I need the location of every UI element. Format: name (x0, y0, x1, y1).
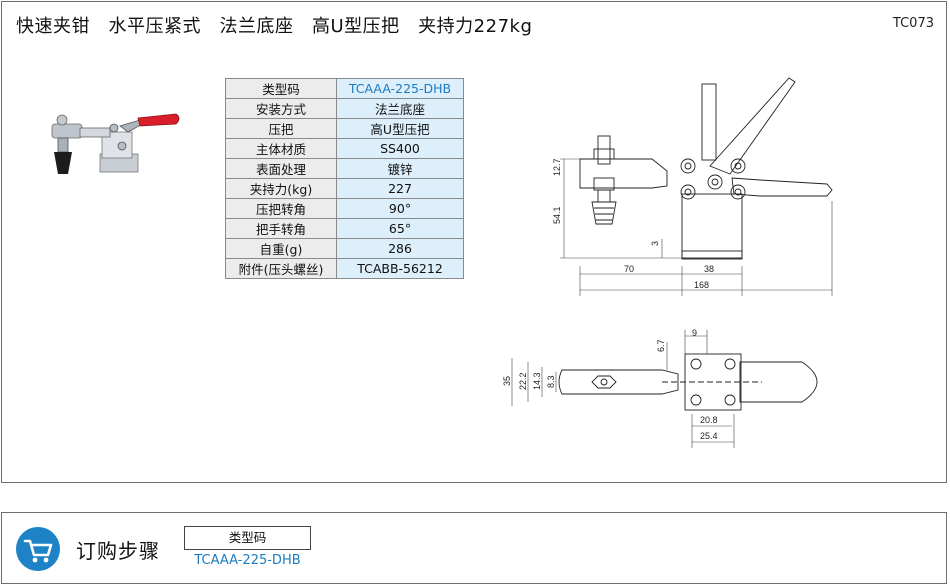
spec-label: 主体材质 (225, 138, 337, 159)
cart-icon (23, 539, 53, 563)
spec-row: 表面处理镀锌 (225, 158, 464, 179)
dim-14-3: 14.3 (532, 372, 542, 390)
spec-row: 压把高U型压把 (225, 118, 464, 139)
order-panel: 订购步骤 类型码 TCAAA-225-DHB (1, 512, 947, 584)
spec-label: 安装方式 (225, 98, 337, 119)
product-code: TC073 (892, 16, 934, 31)
dim-8-3: 8.3 (546, 375, 556, 388)
spec-value: 227 (336, 178, 464, 199)
top-view (558, 353, 818, 411)
spec-value: 镀锌 (336, 158, 464, 179)
spec-label: 把手转角 (225, 218, 337, 239)
spec-value: 90° (336, 198, 464, 219)
spec-value: 法兰底座 (336, 98, 464, 119)
spec-row: 附件(压头螺丝)TCABB-56212 (225, 258, 464, 279)
order-type-label: 类型码 (184, 526, 311, 550)
spec-value: SS400 (336, 138, 464, 159)
side-dimensions (560, 158, 833, 296)
spec-label: 自重(g) (225, 238, 337, 259)
dim-22-2: 22.2 (518, 372, 528, 390)
product-panel: 快速夹钳 水平压紧式 法兰底座 高U型压把 夹持力227kg TC073 类型码… (1, 1, 947, 483)
top-dimensions (511, 330, 735, 448)
spec-label: 附件(压头螺丝) (225, 258, 337, 279)
spec-value: 65° (336, 218, 464, 239)
dim-20-8: 20.8 (700, 415, 718, 425)
spec-row: 自重(g)286 (225, 238, 464, 259)
dim-38: 38 (704, 264, 714, 274)
spec-value: TCABB-56212 (336, 258, 464, 279)
spec-label: 压把转角 (225, 198, 337, 219)
order-title: 订购步骤 (76, 539, 160, 563)
dim-35: 35 (502, 376, 512, 386)
spec-value: 286 (336, 238, 464, 259)
dim-6-7: 6.7 (656, 339, 666, 352)
dim-70: 70 (624, 264, 634, 274)
dim-168: 168 (694, 280, 709, 290)
spec-label: 夹持力(kg) (225, 178, 337, 199)
product-photo (51, 113, 180, 174)
order-type-value: TCAAA-225-DHB (194, 553, 301, 568)
order-badge (16, 527, 60, 571)
page-title: 快速夹钳 水平压紧式 法兰底座 高U型压把 夹持力227kg (16, 16, 533, 37)
dim-9: 9 (692, 328, 697, 338)
spec-label: 表面处理 (225, 158, 337, 179)
dim-12-7: 12.7 (552, 158, 562, 176)
spec-row: 夹持力(kg)227 (225, 178, 464, 199)
spec-label: 类型码 (225, 78, 337, 99)
dim-25-4: 25.4 (700, 431, 718, 441)
dimension-drawing: 12.7 54.1 3 70 38 168 (502, 77, 833, 448)
spec-value: 高U型压把 (336, 118, 464, 139)
dim-54-1: 54.1 (552, 206, 562, 224)
spec-value: TCAAA-225-DHB (336, 78, 464, 99)
spec-label: 压把 (225, 118, 337, 139)
spec-row: 安装方式法兰底座 (225, 98, 464, 119)
dim-3: 3 (650, 241, 660, 246)
side-view (579, 77, 833, 260)
